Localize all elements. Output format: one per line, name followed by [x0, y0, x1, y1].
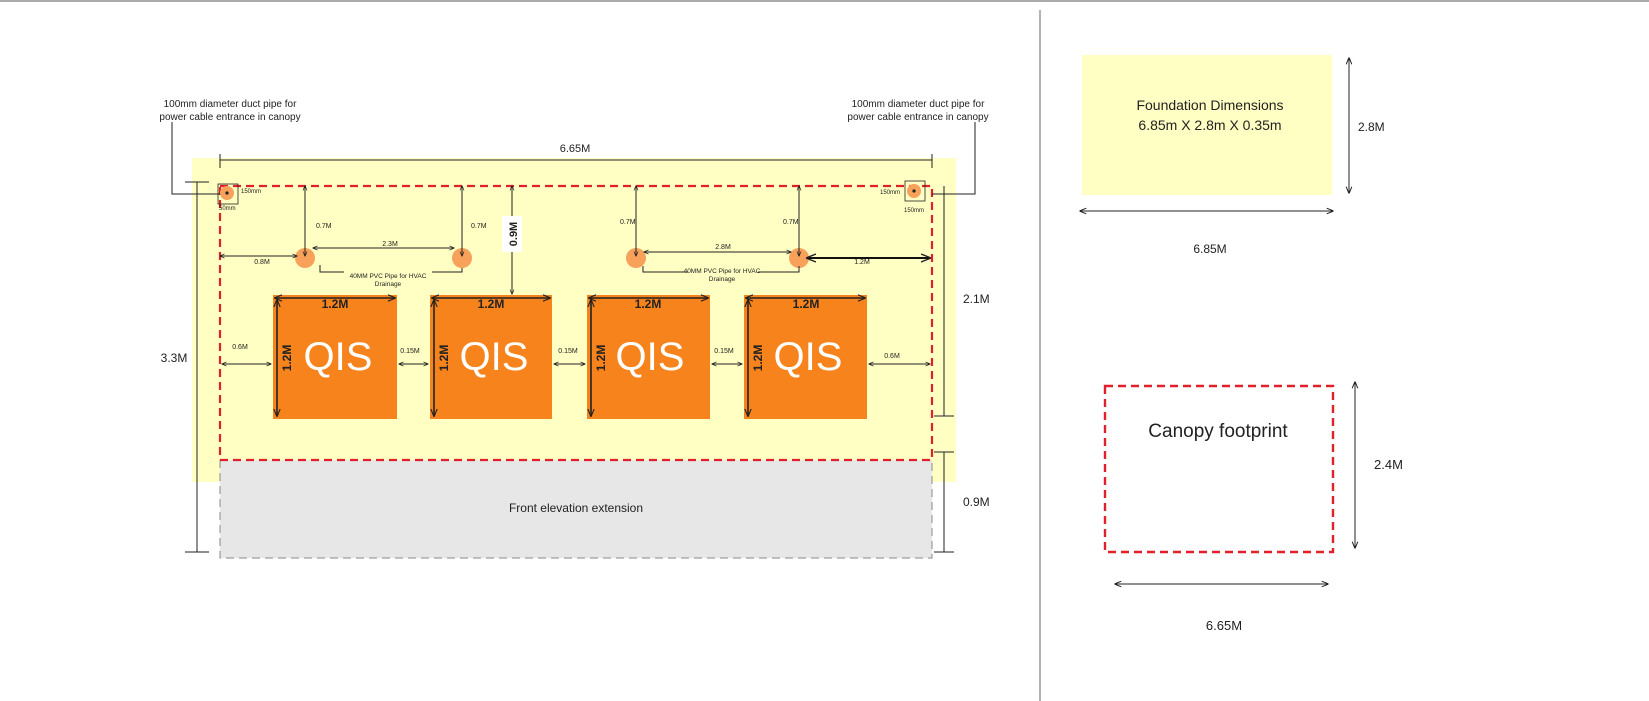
pipe1-setback: 0.7M [316, 223, 332, 230]
hvac-note-right-line1: 40MM PVC Pipe for HVAC [684, 268, 761, 275]
plan-view: Front elevation extension 100mm diameter… [159, 99, 990, 559]
foundation-size: 6.85m X 2.8m X 0.35m [1138, 117, 1281, 133]
overall-depth-label: 3.3M [161, 351, 188, 365]
qis-unit-3: 1.2M 1.2M QIS [587, 295, 710, 419]
qis-unit-1-width: 1.2M [322, 297, 349, 311]
qis-unit-3-depth: 1.2M [594, 345, 608, 372]
canopy-panel: Canopy footprint 2.4M 6.65M [1103, 382, 1403, 633]
right-edge-gap: 0.6M [884, 353, 900, 360]
foundation-height-label: 2.8M [1358, 120, 1385, 134]
qis-unit-1: 1.2M 1.2M QIS [273, 295, 397, 419]
unit-gap-1: 0.15M [400, 348, 420, 355]
duct-left-offset-x: 150mm [241, 189, 261, 195]
qis-unit-2-label: QIS [460, 335, 529, 379]
duct-leader-right [932, 122, 976, 195]
extension-label: Front elevation extension [509, 501, 643, 515]
duct-note-right-line2: power cable entrance in canopy [847, 112, 988, 123]
foundation-width-label: 6.85M [1193, 242, 1226, 256]
canopy-title: Canopy footprint [1148, 421, 1288, 442]
unit-gap-2: 0.15M [558, 348, 578, 355]
qis-unit-3-label: QIS [616, 335, 685, 379]
extension-depth-label: 0.9M [963, 495, 990, 509]
qis-unit-2-width: 1.2M [478, 297, 505, 311]
canopy-height-label: 2.4M [1374, 457, 1403, 472]
qis-unit-2: 1.2M 1.2M QIS [430, 295, 552, 419]
pipe4-setback: 0.7M [783, 219, 799, 226]
pipe3-setback: 0.7M [620, 219, 636, 226]
duct-right-offset-x: 150mm [880, 190, 900, 196]
qis-unit-3-width: 1.2M [635, 297, 662, 311]
hvac-pipe-4 [789, 248, 809, 268]
canopy-outline [218, 184, 934, 462]
qis-unit-4: 1.2M 1.2M QIS [744, 295, 867, 419]
hvac-note-left-line2: Drainage [375, 281, 402, 288]
duct-note-right-line1: 100mm diameter duct pipe for [852, 99, 986, 110]
hvac-pipe-1 [295, 248, 315, 268]
unit-setback-label: 0.9M [508, 222, 520, 246]
duct-left-offset-y: 50mm [219, 206, 236, 212]
hvac-pipe-2 [452, 248, 472, 268]
hvac-note-right-line2: Drainage [709, 276, 736, 283]
duct-note-left-line2: power cable entrance in canopy [159, 112, 300, 123]
right-pipe-edge: 1.2M [854, 259, 870, 266]
canopy-depth-label: 2.1M [963, 292, 990, 306]
foundation-box [1082, 55, 1332, 195]
front-elevation-extension [219, 459, 933, 559]
pipe2-setback: 0.7M [471, 223, 487, 230]
canopy-width-label: 6.65M [1206, 618, 1242, 633]
qis-unit-4-depth: 1.2M [751, 345, 765, 372]
right-pipe-spacing: 2.8M [715, 244, 731, 251]
duct-leader-left [171, 122, 220, 195]
canopy-footprint-box [1103, 384, 1335, 554]
left-edge-gap: 0.6M [232, 344, 248, 351]
hvac-note-left-line1: 40MM PVC Pipe for HVAC [350, 273, 427, 280]
hvac-pipe-3 [626, 248, 646, 268]
duct-right-offset-y: 150mm [904, 208, 924, 214]
qis-unit-1-depth: 1.2M [280, 345, 294, 372]
hvac-pipes [295, 248, 809, 268]
foundation-panel: Foundation Dimensions 6.85m X 2.8m X 0.3… [1080, 55, 1385, 256]
left-pipe-spacing: 2.3M [382, 241, 398, 248]
left-pipe-edge: 0.8M [254, 259, 270, 266]
qis-unit-1-label: QIS [304, 335, 373, 379]
unit-gap-3: 0.15M [714, 348, 734, 355]
qis-unit-4-label: QIS [774, 335, 843, 379]
overall-width-label: 6.65M [560, 143, 591, 155]
qis-unit-4-width: 1.2M [793, 297, 820, 311]
duct-note-left-line1: 100mm diameter duct pipe for [164, 99, 298, 110]
foundation-title: Foundation Dimensions [1136, 97, 1283, 113]
qis-unit-2-depth: 1.2M [437, 345, 451, 372]
